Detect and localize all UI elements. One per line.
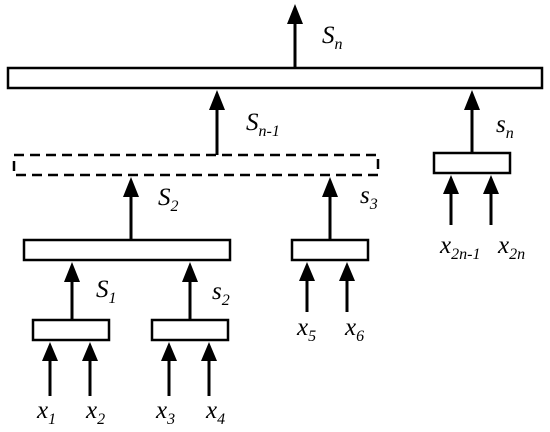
label-x3: x3: [155, 397, 175, 428]
arrow-x2n-1: [443, 175, 459, 225]
label-s3: s3: [360, 182, 378, 213]
arrow-x5: [299, 262, 315, 312]
arrow-x1: [42, 342, 58, 396]
middle-right-adder-block: [290, 238, 370, 262]
label-S2: S2: [158, 184, 179, 215]
middle-left-adder-block: [22, 238, 232, 262]
arrow-S2: [123, 177, 139, 240]
arrow-x2n: [483, 175, 499, 225]
dashed-adder-block: [12, 153, 380, 177]
arrow-Sn-1: [209, 90, 225, 155]
arrow-x6: [339, 262, 355, 312]
arrow-x3: [161, 342, 177, 396]
label-sn: sn: [496, 111, 514, 142]
label-s2: s2: [212, 278, 230, 309]
arrow-s2: [182, 262, 198, 320]
label-x2: x2: [85, 397, 105, 428]
output-arrow-sn: [287, 4, 303, 68]
arrow-s3: [322, 177, 338, 240]
right-adder-block: [432, 151, 512, 175]
top-adder-block: [6, 66, 544, 90]
arrow-x2: [82, 342, 98, 396]
label-x2n: x2n: [497, 232, 525, 263]
bottom-right-adder-block: [150, 318, 230, 342]
label-x6: x6: [344, 314, 364, 345]
label-S1: S1: [96, 276, 117, 307]
label-x2n-1: x2n-1: [439, 232, 480, 263]
label-x5: x5: [296, 314, 316, 345]
bottom-left-adder-block: [31, 318, 111, 342]
arrow-sn: [464, 90, 480, 153]
label-x1: x1: [36, 397, 56, 428]
label-x4: x4: [205, 397, 225, 428]
arrow-x4: [201, 342, 217, 396]
label-Sn-top: Sn: [322, 22, 343, 53]
label-Sn-1: Sn-1: [246, 109, 280, 140]
arrow-S1: [64, 262, 80, 320]
